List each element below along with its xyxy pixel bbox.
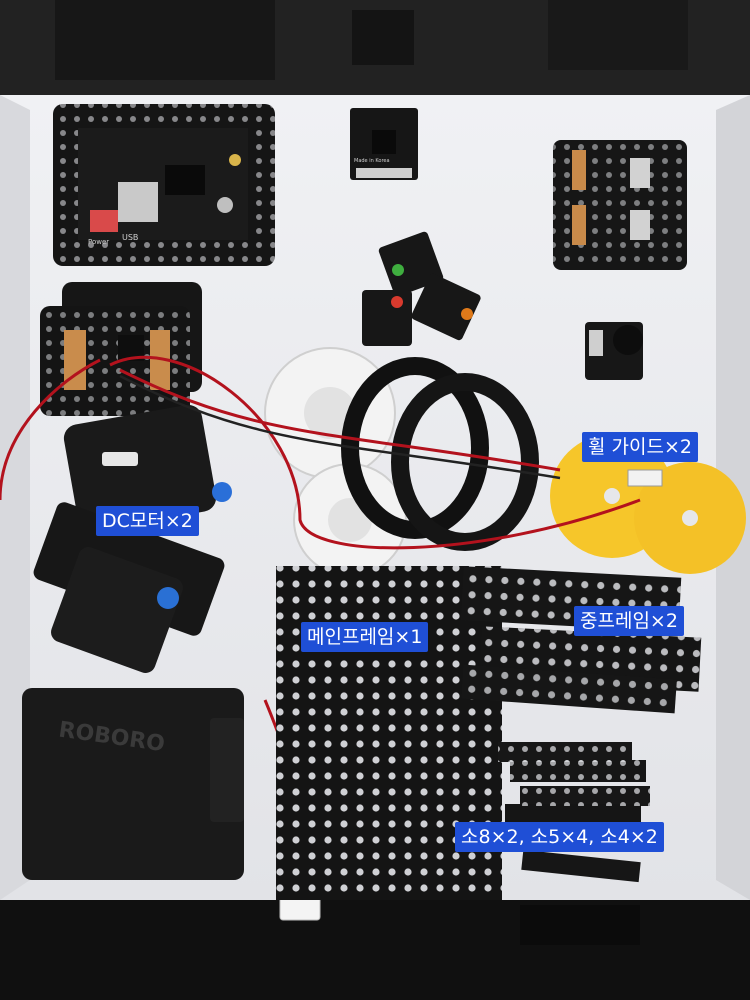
sensor-boards-left — [40, 282, 202, 416]
board-power-text: Power — [88, 238, 109, 246]
label-small-frames: 소8×2, 소5×4, 소4×2 — [455, 822, 664, 852]
small-frames — [461, 664, 677, 883]
wheel-guides — [550, 434, 746, 574]
module-made-in-text: Made in Korea — [354, 158, 390, 164]
top-dark-parts — [55, 0, 688, 80]
led-modules — [362, 231, 481, 346]
label-main-frame: 메인프레임×1 — [301, 622, 429, 652]
dc-motor-1 — [63, 404, 232, 532]
board-usb-text: USB — [122, 233, 138, 242]
battery-box: ROBORO — [22, 688, 244, 880]
buzzer-module — [585, 322, 643, 380]
small-module-top: Made in Korea — [350, 108, 418, 180]
dc-motor-2 — [33, 502, 225, 673]
label-mid-frame: 중프레임×2 — [574, 606, 684, 636]
white-wheels — [264, 347, 407, 577]
label-wheel-guide: 휠 가이드×2 — [582, 432, 698, 462]
controller-board: USB Power — [53, 104, 275, 266]
label-dc-motor: DC모터×2 — [96, 506, 199, 536]
sensor-boards-right — [553, 140, 687, 270]
